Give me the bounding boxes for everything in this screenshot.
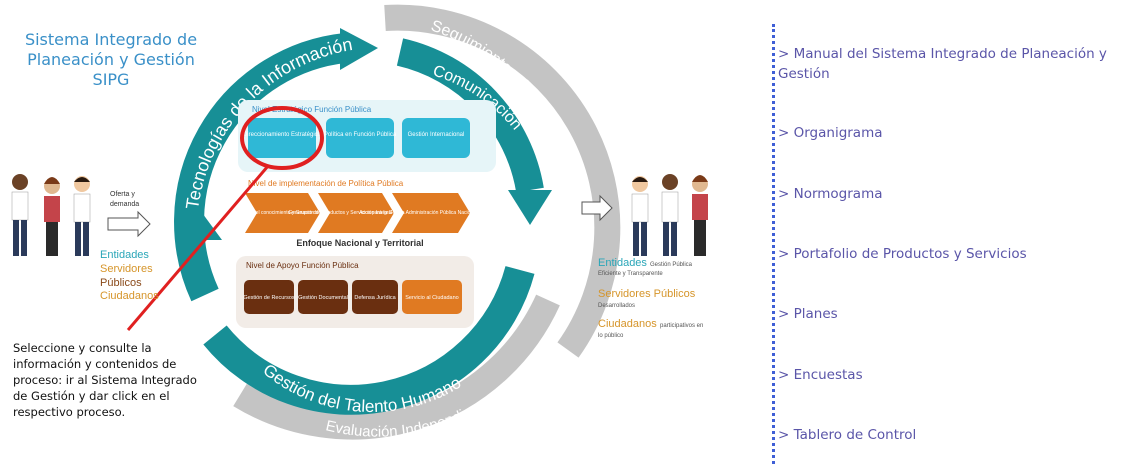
menu-item-organigrama[interactable]: > Organigrama bbox=[778, 125, 883, 141]
chevron-generacion-productos[interactable] bbox=[318, 193, 394, 233]
offer-demand-line2: demanda bbox=[110, 201, 139, 208]
output-entidades: Entidades bbox=[598, 257, 647, 269]
instruction-note: Seleccione y consulte la información y c… bbox=[13, 341, 197, 419]
box-direccionamiento[interactable] bbox=[248, 118, 316, 158]
box-gestion-documental[interactable] bbox=[298, 280, 348, 314]
box-gestion-internacional[interactable] bbox=[402, 118, 470, 158]
arrowhead-top-icon bbox=[340, 28, 378, 70]
box-servicio-ciudadano-label: Servicio al Ciudadano bbox=[405, 295, 459, 301]
menu-item-portafolio[interactable]: > Portafolio de Productos y Servicios bbox=[778, 246, 1027, 262]
focus-label: Enfoque Nacional y Territorial bbox=[296, 238, 423, 248]
chevron-gestion-conocimiento[interactable] bbox=[245, 193, 320, 233]
system-title: Sistema Integrado de Planeación y Gestió… bbox=[6, 30, 216, 90]
output-ciudadanos: Ciudadanos bbox=[598, 318, 657, 330]
box-politica-label: Política en Función Pública bbox=[324, 132, 397, 138]
menu-item-normograma[interactable]: > Normograma bbox=[778, 186, 883, 202]
box-servicio-ciudadano[interactable] bbox=[402, 280, 462, 314]
box-direccionamiento-label: Direccionamiento Estratégico bbox=[243, 132, 322, 138]
strategic-title: Nivel Estratégico Función Pública bbox=[252, 105, 372, 114]
chevron-gestion-conocimiento-label: Gestión del conocimiento y Grupos de Val… bbox=[234, 210, 332, 216]
output-servidores: Servidores Públicos bbox=[598, 288, 696, 300]
menu-item-planes[interactable]: > Planes bbox=[778, 306, 838, 322]
pointer-line bbox=[126, 165, 270, 331]
output-ciudadanos-desc2: lo público bbox=[598, 333, 624, 339]
chevron-accion-integral-label: Acción Integral en la Administración Púb… bbox=[359, 210, 503, 216]
menu-item-tablero[interactable]: > Tablero de Control bbox=[778, 427, 917, 443]
menu-divider bbox=[772, 24, 775, 464]
input-publicos: Públicos bbox=[100, 277, 142, 289]
output-entidades-desc2: Eficiente y Transparente bbox=[598, 271, 663, 277]
input-arrow-icon bbox=[107, 210, 151, 238]
grey-ring-evaluacion bbox=[233, 294, 560, 440]
box-gestion-documental-label: Gestión Documental bbox=[298, 295, 348, 301]
chevron-accion-integral[interactable] bbox=[392, 193, 470, 233]
grey-ring-seguimiento bbox=[384, 4, 621, 358]
box-gestion-internacional-label: Gestión Internacional bbox=[408, 132, 465, 138]
input-ciudadanos: Ciudadanos bbox=[100, 290, 159, 302]
people-left-icon bbox=[11, 174, 91, 256]
chevron-generacion-productos-label: Generación de Productos y Servicios para… bbox=[288, 210, 424, 216]
menu-item-manual[interactable]: > Manual del Sistema Integrado de Planea… bbox=[778, 46, 1107, 82]
implementation-title: Nivel de implementación de Política Públ… bbox=[248, 179, 404, 188]
output-servidores-desc: Desarrollados bbox=[598, 303, 635, 309]
output-ciudadanos-desc1: participativos en bbox=[660, 323, 703, 329]
people-right-icon bbox=[631, 174, 708, 256]
teal-ring-bottom bbox=[203, 266, 535, 415]
teal-ring-left bbox=[174, 33, 347, 302]
arrowhead-right-icon bbox=[508, 190, 552, 225]
system-title-line1: Sistema Integrado de bbox=[24, 30, 198, 49]
sipg-diagram: Sistema Integrado de Planeación y Gestió… bbox=[6, 4, 708, 441]
box-politica[interactable] bbox=[326, 118, 394, 158]
menu-item-encuestas[interactable]: > Encuestas bbox=[778, 367, 863, 383]
box-defensa-juridica-label: Defensa Jurídica bbox=[354, 295, 396, 301]
highlight-circle bbox=[240, 106, 324, 170]
system-title-acronym: SIPG bbox=[92, 70, 130, 89]
offer-demand-line1: Oferta y bbox=[110, 191, 135, 198]
output-arrow-icon bbox=[581, 194, 613, 222]
input-entidades: Entidades bbox=[100, 249, 149, 261]
box-gestion-recursos[interactable] bbox=[244, 280, 294, 314]
box-defensa-juridica[interactable] bbox=[352, 280, 398, 314]
cycle-graphic: Tecnologías de la Información Seguimient… bbox=[11, 4, 708, 441]
support-title: Nivel de Apoyo Función Pública bbox=[246, 261, 359, 270]
box-gestion-recursos-label: Gestión de Recursos bbox=[243, 295, 295, 301]
system-title-line2: Planeación y Gestión bbox=[27, 50, 195, 69]
input-servidores: Servidores bbox=[100, 263, 153, 275]
output-entidades-desc1: Gestión Pública bbox=[650, 262, 693, 268]
